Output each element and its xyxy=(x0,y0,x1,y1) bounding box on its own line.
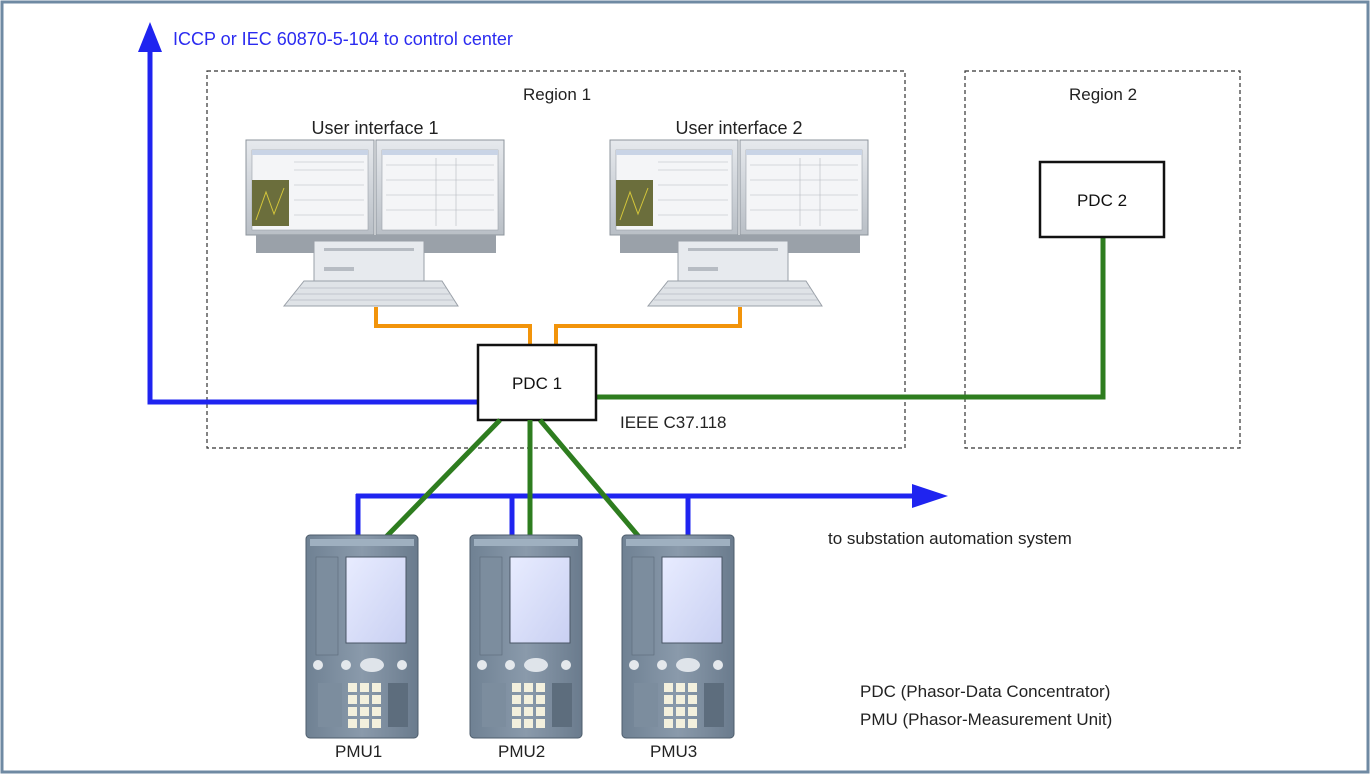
monitor-icon xyxy=(739,139,869,236)
pdc-1-label: PDC 1 xyxy=(512,374,562,393)
user-interface-1-label: User interface 1 xyxy=(311,118,438,138)
keyboard-icon xyxy=(282,280,459,307)
control-center-link-label: ICCP or IEC 60870-5-104 to control cente… xyxy=(173,29,513,49)
region-2-box xyxy=(964,70,1241,449)
pdc-2-label: PDC 2 xyxy=(1077,191,1127,210)
pmu-devices xyxy=(305,534,735,739)
monitor-icon xyxy=(375,139,505,236)
region-1-box xyxy=(206,70,906,449)
computer-unit-icon xyxy=(313,240,425,282)
ui-links xyxy=(374,307,742,345)
pmu1-label: PMU1 xyxy=(335,742,382,761)
keyboard-icon xyxy=(646,280,823,307)
pdc2-link xyxy=(596,237,1106,400)
substation-arrow xyxy=(912,484,948,508)
pmu1-device[interactable] xyxy=(305,534,419,739)
region-2-label: Region 2 xyxy=(1069,85,1137,104)
workstation-1 xyxy=(245,139,505,307)
pmu2-device[interactable] xyxy=(469,534,583,739)
legend-pdc: PDC (Phasor-Data Concentrator) xyxy=(860,682,1110,701)
workstation-2 xyxy=(609,139,869,307)
pmu-links xyxy=(383,418,642,540)
computer-unit-icon xyxy=(677,240,789,282)
pmu3-label: PMU3 xyxy=(650,742,697,761)
substation-bus xyxy=(355,493,918,538)
substation-label: to substation automation system xyxy=(828,529,1072,548)
monitor-icon xyxy=(609,139,739,236)
control-center-link xyxy=(138,22,478,405)
monitor-icon xyxy=(245,139,375,236)
user-interface-2-label: User interface 2 xyxy=(675,118,802,138)
legend-pmu: PMU (Phasor-Measurement Unit) xyxy=(860,710,1112,729)
pdc-1-box[interactable] xyxy=(476,343,598,422)
pmu3-device[interactable] xyxy=(621,534,735,739)
pdc-2-box[interactable] xyxy=(1038,160,1166,239)
region-1-label: Region 1 xyxy=(523,85,591,104)
protocol-label: IEEE C37.118 xyxy=(620,413,726,432)
pmu2-label: PMU2 xyxy=(498,742,545,761)
